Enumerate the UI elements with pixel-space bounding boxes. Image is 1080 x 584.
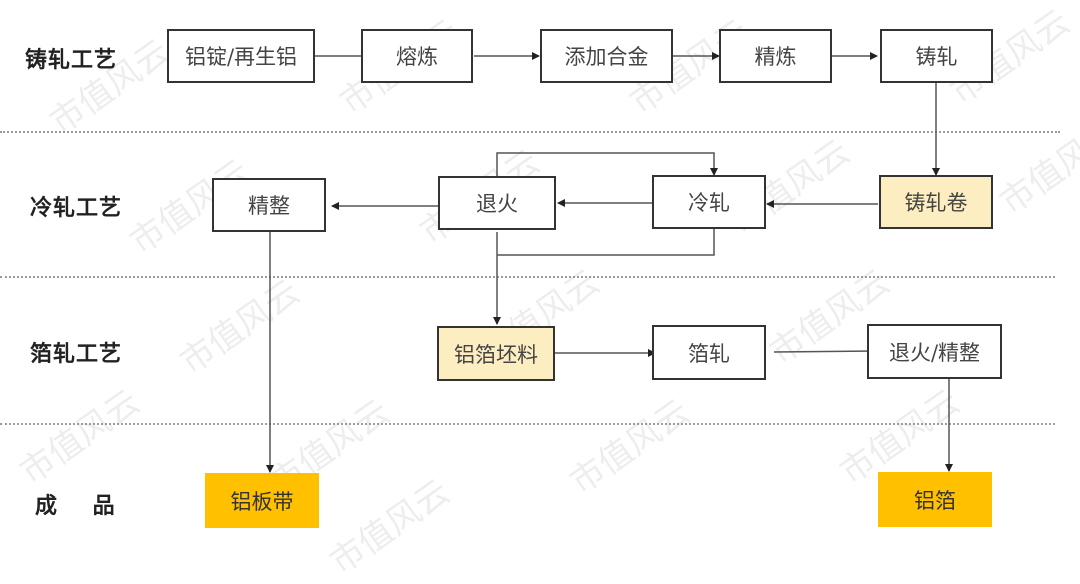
node-cast-rolling: 铸轧 — [880, 29, 993, 83]
node-aluminum-foil: 铝箔 — [878, 472, 992, 527]
node-foil-stock: 铝箔坯料 — [437, 326, 555, 381]
arrow-foilrolling-to-annealfinish — [773, 347, 878, 356]
node-refining: 精炼 — [719, 29, 832, 83]
node-cast-coil: 铸轧卷 — [879, 175, 993, 229]
row-label-cold-rolling: 冷轧工艺 — [30, 196, 123, 221]
node-alloying: 添加合金 — [540, 29, 673, 83]
row-divider — [0, 131, 1060, 133]
node-anneal-finish: 退火/精整 — [867, 324, 1002, 379]
node-foil-rolling: 箔轧 — [652, 325, 766, 380]
connectors — [266, 52, 953, 473]
row-label-product: 成 品 — [35, 494, 116, 519]
node-ingot: 铝锭/再生铝 — [167, 29, 315, 83]
node-plate-strip: 铝板带 — [205, 473, 319, 528]
node-cold-rolling: 冷轧 — [652, 175, 766, 229]
line-coldrolling-down-merge — [497, 229, 715, 256]
row-divider — [0, 423, 1055, 425]
node-melting: 熔炼 — [361, 29, 473, 83]
node-finishing: 精整 — [212, 178, 326, 232]
row-label-casting: 铸轧工艺 — [25, 48, 118, 73]
row-label-foil-rolling: 箔轧工艺 — [30, 342, 123, 367]
node-annealing: 退火 — [438, 176, 556, 230]
row-divider — [0, 276, 1055, 278]
arrow-annealing-loop-to-coldrolling — [496, 152, 718, 176]
